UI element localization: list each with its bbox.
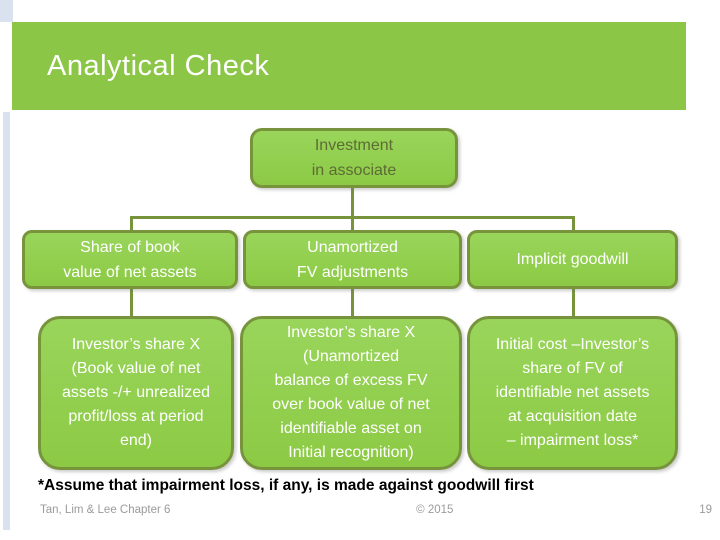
left-margin-strip-top (0, 0, 13, 22)
node-unamortized-fv-adjustments: Unamortized FV adjustments (243, 230, 462, 289)
connector-trunk (351, 186, 354, 216)
title-bar: Analytical Check (12, 22, 686, 110)
connector-stub-center (351, 216, 354, 230)
footer-source: Tan, Lim & Lee Chapter 6 (40, 504, 171, 516)
footer-page-number: 19 (699, 504, 712, 516)
assumption-note: *Assume that impairment loss, if any, is… (38, 477, 534, 494)
page-title: Analytical Check (47, 49, 270, 82)
connector-stub-right (572, 216, 575, 230)
node-share-of-book-value: Share of book value of net assets (22, 230, 238, 289)
slide-footer: Tan, Lim & Lee Chapter 6 © 2015 19 (40, 504, 712, 516)
connector-drop-left (130, 287, 133, 316)
node-initial-cost-minus-share: Initial cost –Investor’s share of FV of … (467, 316, 678, 470)
node-investment-in-associate: Investment in associate (250, 128, 458, 188)
node-implicit-goodwill: Implicit goodwill (467, 230, 678, 289)
node-investors-share-excess-fv: Investor’s share X (Unamortized balance … (240, 316, 462, 470)
connector-drop-right (572, 287, 575, 316)
connector-stub-left (130, 216, 133, 230)
left-margin-strip (3, 112, 10, 530)
connector-drop-center (351, 287, 354, 316)
footer-copyright: © 2015 (416, 504, 454, 516)
node-investors-share-book-value: Investor’s share X (Book value of net as… (38, 316, 234, 470)
